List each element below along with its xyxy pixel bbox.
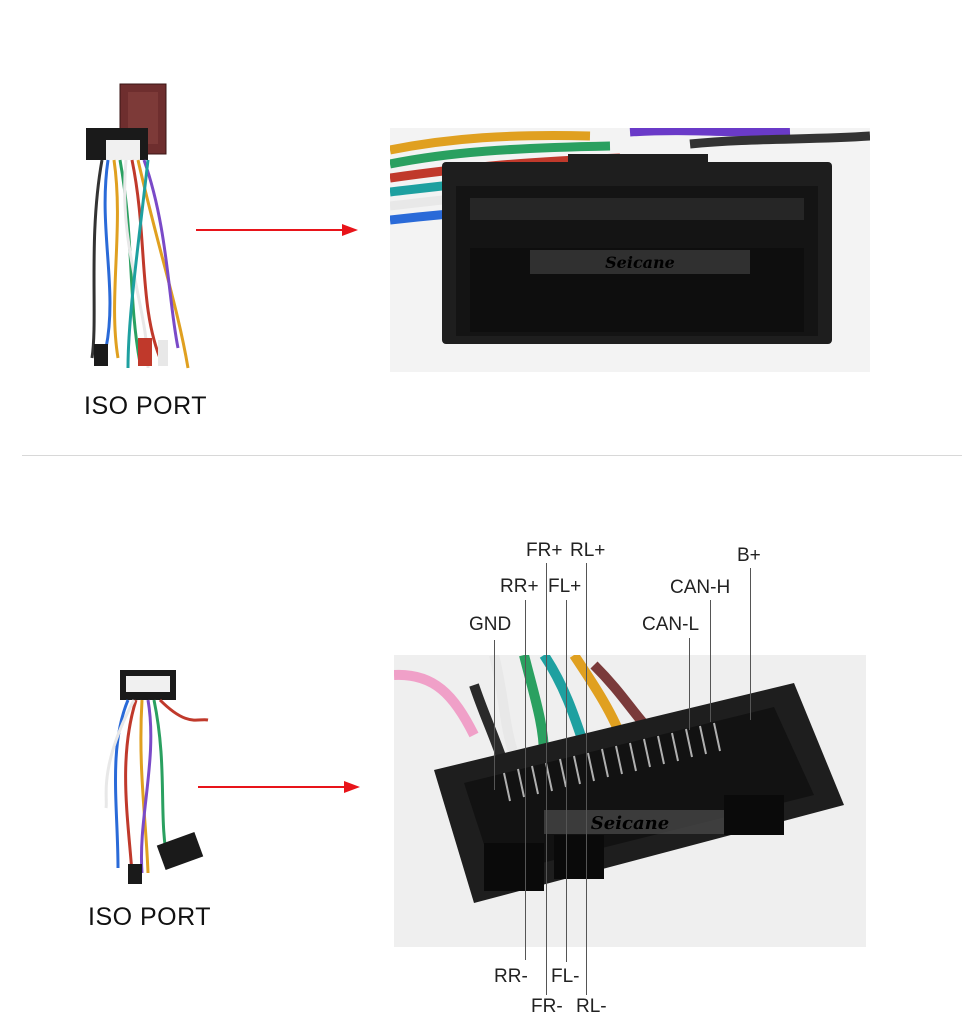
leader-line-b-plus — [750, 568, 751, 720]
pin-label-rl-plus: RL+ — [570, 540, 606, 561]
arrow-right-icon — [196, 224, 358, 236]
pin-label-rr-minus: RR- — [494, 966, 528, 987]
section-divider — [22, 455, 962, 456]
pin-label-gnd: GND — [469, 614, 512, 635]
pin-label-b-plus: B+ — [737, 545, 761, 566]
connector-pinout-image: Seicane — [394, 655, 866, 947]
leader-line-rr — [525, 600, 526, 960]
leader-line-rl — [586, 563, 587, 995]
leader-line-fl — [566, 600, 567, 962]
pin-label-fr-minus: FR- — [531, 996, 563, 1017]
connector-closeup-image: Seicane — [390, 128, 870, 372]
watermark-logo: Seicane — [605, 253, 675, 272]
pin-label-can-h: CAN-H — [670, 577, 731, 598]
wiring-harness-image — [104, 670, 209, 884]
leader-line-can-h — [710, 600, 711, 722]
leader-line-fr — [546, 563, 547, 995]
watermark-logo: Seicane — [591, 813, 669, 834]
pin-label-rl-minus: RL- — [576, 996, 607, 1017]
arrow-right-icon — [198, 781, 360, 793]
pin-label-fr-plus: FR+ — [526, 540, 563, 561]
port-label: ISO PORT — [84, 392, 208, 420]
pin-label-fl-minus: FL- — [551, 966, 580, 987]
wiring-harness-image — [86, 83, 190, 369]
leader-line-can-l — [689, 638, 690, 730]
port-label: ISO PORT — [88, 903, 212, 931]
leader-line-gnd — [494, 640, 495, 790]
pin-label-can-l: CAN-L — [642, 614, 700, 635]
pin-label-fl-plus: FL+ — [548, 576, 582, 597]
pin-label-rr-plus: RR+ — [500, 576, 539, 597]
